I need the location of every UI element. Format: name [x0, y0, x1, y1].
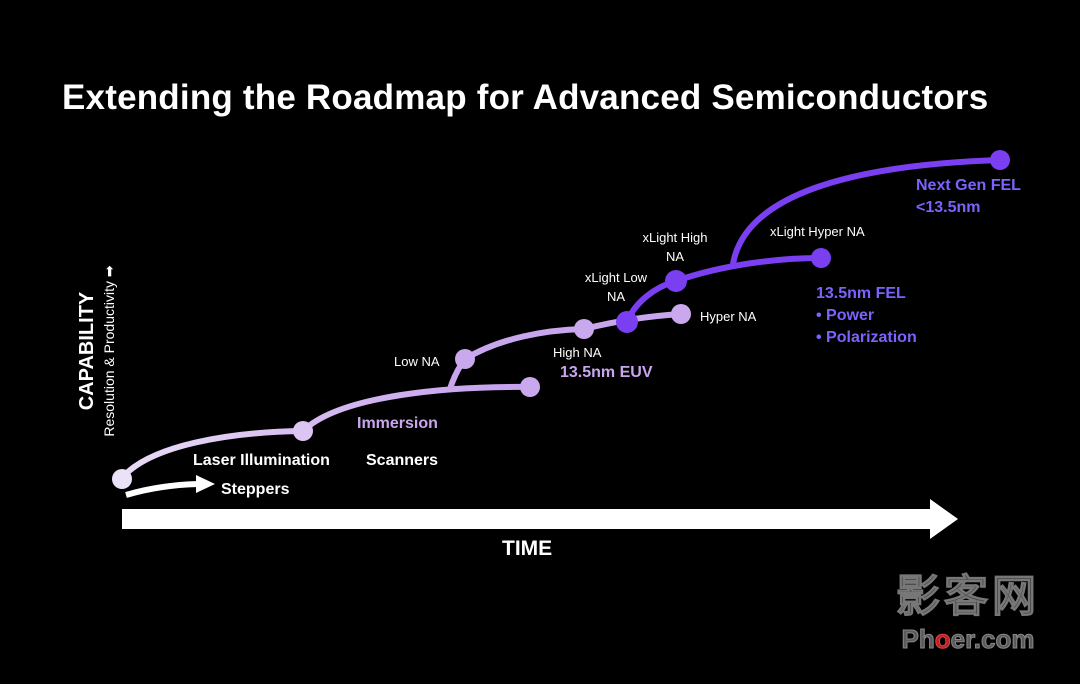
fel-title: 13.5nm FEL [816, 285, 906, 302]
label-xlight-low-na: xLight Low NA [574, 268, 658, 306]
label-xlight-high-na: xLight High NA [630, 228, 720, 266]
label-steppers: Steppers [221, 481, 290, 498]
label-xlight-low-na-line1: xLight Low [584, 270, 648, 285]
watermark-chinese: 影客网 [896, 572, 1040, 622]
label-scanners: Scanners [366, 452, 439, 469]
dot-low-na [455, 349, 475, 369]
dot-steppers [112, 469, 132, 489]
label-euv: 13.5nm EUV [560, 364, 653, 381]
next-gen-wavelength: <13.5nm [916, 199, 981, 216]
page-title: Extending the Roadmap for Advanced Semic… [62, 78, 989, 117]
label-xlight-low-na-line2: NA [606, 289, 626, 304]
dot-hyper-na [671, 304, 691, 324]
curve-laser [119, 428, 304, 481]
stepper-arrow-head [196, 475, 215, 493]
label-high-na: High NA [553, 345, 602, 360]
curve-next-gen [730, 157, 1001, 265]
label-low-na: Low NA [394, 354, 440, 369]
label-laser-illumination: Laser Illumination [193, 452, 330, 469]
time-axis-label: TIME [502, 537, 553, 560]
time-arrow [122, 499, 958, 539]
label-xlight-high-na-line2: NA [665, 249, 685, 264]
label-immersion: Immersion [357, 415, 438, 432]
fel-bullet-power: • Power [816, 307, 875, 324]
curve-xlight-hyper [675, 255, 822, 284]
fel-block: 13.5nm FEL • Power • Polarization [816, 283, 917, 349]
stepper-arrow [125, 481, 199, 498]
dot-laser [293, 421, 313, 441]
watermark-site: Phoer.com [901, 624, 1035, 655]
fel-bullet-polarization: • Polarization [816, 329, 917, 346]
next-gen-title: Next Gen FEL [916, 177, 1021, 194]
up-arrow-icon: ➡ [101, 265, 117, 278]
label-xlight-hyper-na: xLight Hyper NA [770, 224, 865, 239]
watermark-logo: 影客网 Phoer.com [896, 560, 1040, 655]
dot-xlight-high [665, 270, 687, 292]
next-gen-block: Next Gen FEL <13.5nm [916, 175, 1021, 219]
label-hyper-na: Hyper NA [700, 309, 757, 324]
label-xlight-high-na-line1: xLight High [642, 230, 708, 245]
dot-immersion-end [520, 377, 540, 397]
curve-euv [463, 326, 585, 362]
curve-immersion [300, 383, 531, 434]
dot-xlight-hyper [811, 248, 831, 268]
dot-next-gen [990, 150, 1010, 170]
dot-xlight-low [616, 311, 638, 333]
dot-high-na [574, 319, 594, 339]
capability-label: CAPABILITY [76, 291, 98, 411]
capability-sublabel: Resolution & Productivity ➡ [101, 265, 117, 437]
capability-axis: CAPABILITY Resolution & Productivity ➡ [62, 210, 132, 440]
